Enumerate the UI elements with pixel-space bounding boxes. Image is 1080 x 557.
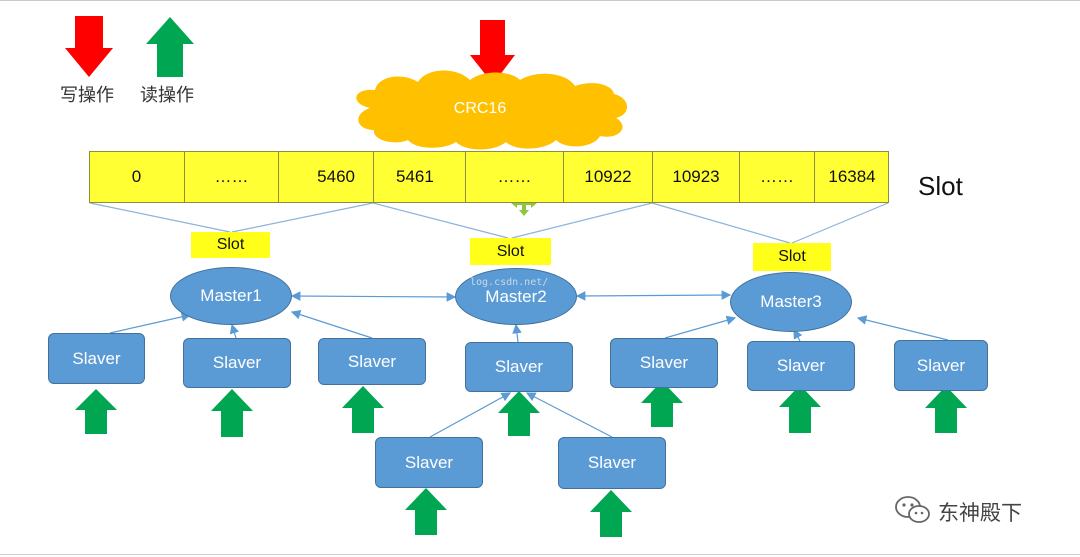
slaver4-to-master2 — [512, 323, 522, 343]
read-arrow-icon — [211, 389, 253, 437]
read-legend-label: 读操作 — [140, 85, 194, 106]
slot-tag-1: Slot — [191, 232, 270, 258]
top-divider — [0, 0, 1080, 1]
write-legend-label: 写操作 — [60, 85, 114, 106]
slot-cell: 5461 — [374, 151, 466, 203]
slaver2-to-master1 — [229, 323, 240, 339]
crc16-label: CRC16 — [453, 100, 507, 117]
slot-cell: 5460 — [279, 151, 374, 203]
slaver-node-8: Slaver — [375, 437, 483, 488]
slaver-node-1: Slaver — [48, 333, 145, 384]
range-line-3a — [651, 202, 791, 244]
slaver-node-4: Slaver — [465, 342, 573, 392]
master1-master2-link — [290, 291, 457, 302]
slaver-node-3: Slaver — [318, 338, 426, 385]
slot-cell: …… — [466, 151, 564, 203]
read-arrow-icon — [925, 386, 967, 433]
read-arrow-icon — [146, 17, 194, 77]
slot-cell: 0 — [89, 151, 185, 203]
read-arrow-icon — [342, 386, 384, 433]
slot-tag-2: Slot — [470, 238, 551, 265]
read-arrow-icon — [779, 385, 821, 433]
slaver-node-2: Slaver — [183, 338, 291, 388]
range-line-1b — [231, 202, 374, 233]
slaver3-to-master1 — [290, 310, 373, 339]
slaver8-to-slaver4 — [429, 392, 512, 438]
read-arrow-icon — [75, 389, 117, 434]
range-line-1a — [89, 202, 231, 233]
read-arrow-icon — [641, 381, 683, 427]
move-cursor-icon — [511, 190, 537, 216]
slaver5-to-master3 — [664, 315, 737, 339]
slot-cell: 16384 — [828, 167, 876, 186]
slaver9-to-slaver4 — [525, 392, 613, 438]
slot-side-label: Slot — [918, 171, 963, 201]
slaver-node-7: Slaver — [894, 340, 988, 391]
write-arrow-icon — [65, 16, 113, 77]
read-arrows — [75, 381, 967, 537]
master-node-1: Master1 — [170, 267, 292, 325]
slaver-node-6: Slaver — [747, 341, 855, 391]
brand-name: 东神殿下 — [938, 501, 1022, 525]
read-arrow-icon — [590, 490, 632, 537]
master-node-3: Master3 — [730, 272, 852, 332]
crc16-cloud-icon — [356, 70, 628, 150]
master2-master3-link — [575, 290, 732, 301]
slot-cell: …… — [740, 151, 815, 203]
slot-strip — [89, 151, 889, 203]
wechat-logo-icon — [895, 496, 930, 523]
slot-tag-3: Slot — [753, 243, 831, 271]
bottom-divider — [0, 554, 1080, 555]
write-arrow-icon — [470, 20, 515, 84]
slot-cell: 10922 — [564, 151, 653, 203]
slaver-node-9: Slaver — [558, 437, 666, 489]
watermark-text: log.csdn.net/ — [470, 277, 549, 288]
range-line-2a — [372, 202, 509, 239]
read-arrow-icon — [498, 391, 540, 436]
range-line-3b — [791, 202, 889, 244]
master-node-2: Master2 — [455, 268, 577, 325]
slot-cell: …… — [185, 151, 279, 203]
slaver1-to-master1 — [109, 312, 192, 334]
slaver7-to-master3 — [856, 315, 949, 341]
slaver-node-5: Slaver — [610, 338, 718, 388]
slot-cell: 10923 — [653, 151, 740, 203]
range-line-2b — [511, 202, 653, 239]
read-arrow-icon — [405, 488, 447, 535]
